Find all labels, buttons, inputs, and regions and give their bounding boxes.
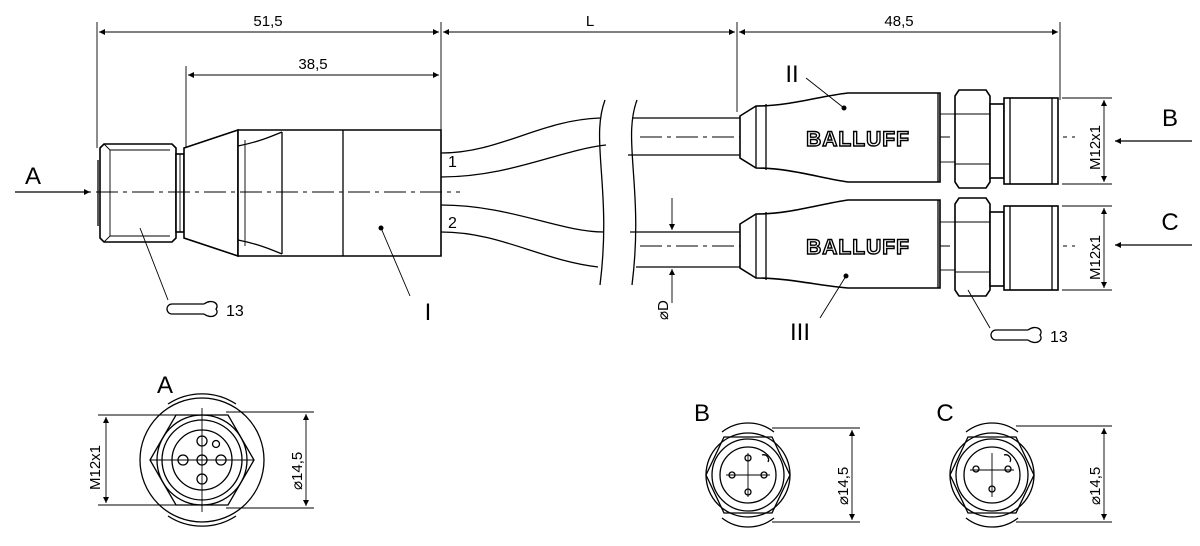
dim-total-a: 51,5 xyxy=(253,13,282,30)
dim-diameter-a: ⌀14,5 xyxy=(289,452,306,490)
cables xyxy=(440,99,740,286)
brand-upper: BALLUFF xyxy=(806,128,910,151)
thread-dims-bc xyxy=(1062,97,1112,291)
label-wire-2: 2 xyxy=(448,215,457,232)
leader-body-iii xyxy=(819,275,847,319)
wrench-size-c: 13 xyxy=(1050,329,1068,346)
connector-c xyxy=(739,197,1059,297)
label-body-ii: II xyxy=(785,61,798,88)
wrench-icon xyxy=(166,300,218,318)
cable-diameter-dim xyxy=(665,198,700,303)
brand-lower: BALLUFF xyxy=(806,236,910,259)
dim-thread-c: M12x1 xyxy=(1087,235,1104,280)
leader-body-i xyxy=(380,227,411,297)
label-body-i: I xyxy=(425,299,432,326)
label-wire-1: 1 xyxy=(448,154,457,171)
dim-cable-diameter: ⌀D xyxy=(655,300,672,320)
wrench-icon xyxy=(990,326,1042,344)
face-c-dims xyxy=(1016,425,1112,523)
dim-thread-a-face: M12x1 xyxy=(87,445,104,490)
dim-diameter-c: ⌀14,5 xyxy=(1087,467,1104,505)
label-end-a: A xyxy=(25,163,41,190)
label-end-b: B xyxy=(1162,105,1178,132)
face-label-b: B xyxy=(694,400,710,427)
label-body-iii: III xyxy=(790,319,810,346)
wrench-size-a: 13 xyxy=(226,303,244,320)
leader-body-ii xyxy=(805,77,845,109)
leader-wrench-a xyxy=(139,227,169,301)
connector-b xyxy=(739,89,1059,189)
dim-thread-b: M12x1 xyxy=(1087,125,1104,170)
dim-body-a: 38,5 xyxy=(298,56,327,73)
dim-diameter-b: ⌀14,5 xyxy=(835,467,852,505)
face-a-dims xyxy=(98,411,314,509)
label-end-c: C xyxy=(1161,209,1178,236)
face-view-c xyxy=(949,422,1035,528)
dimension-lines xyxy=(96,22,1061,155)
leader-wrench-c xyxy=(967,289,991,329)
dim-bc: 48,5 xyxy=(884,13,913,30)
dim-length: L xyxy=(586,13,594,30)
face-label-a: A xyxy=(157,372,173,399)
face-view-a xyxy=(139,393,265,527)
face-view-b xyxy=(705,422,791,528)
face-label-c: C xyxy=(936,400,953,427)
face-b-dims xyxy=(772,427,860,523)
connector-a xyxy=(97,128,442,258)
